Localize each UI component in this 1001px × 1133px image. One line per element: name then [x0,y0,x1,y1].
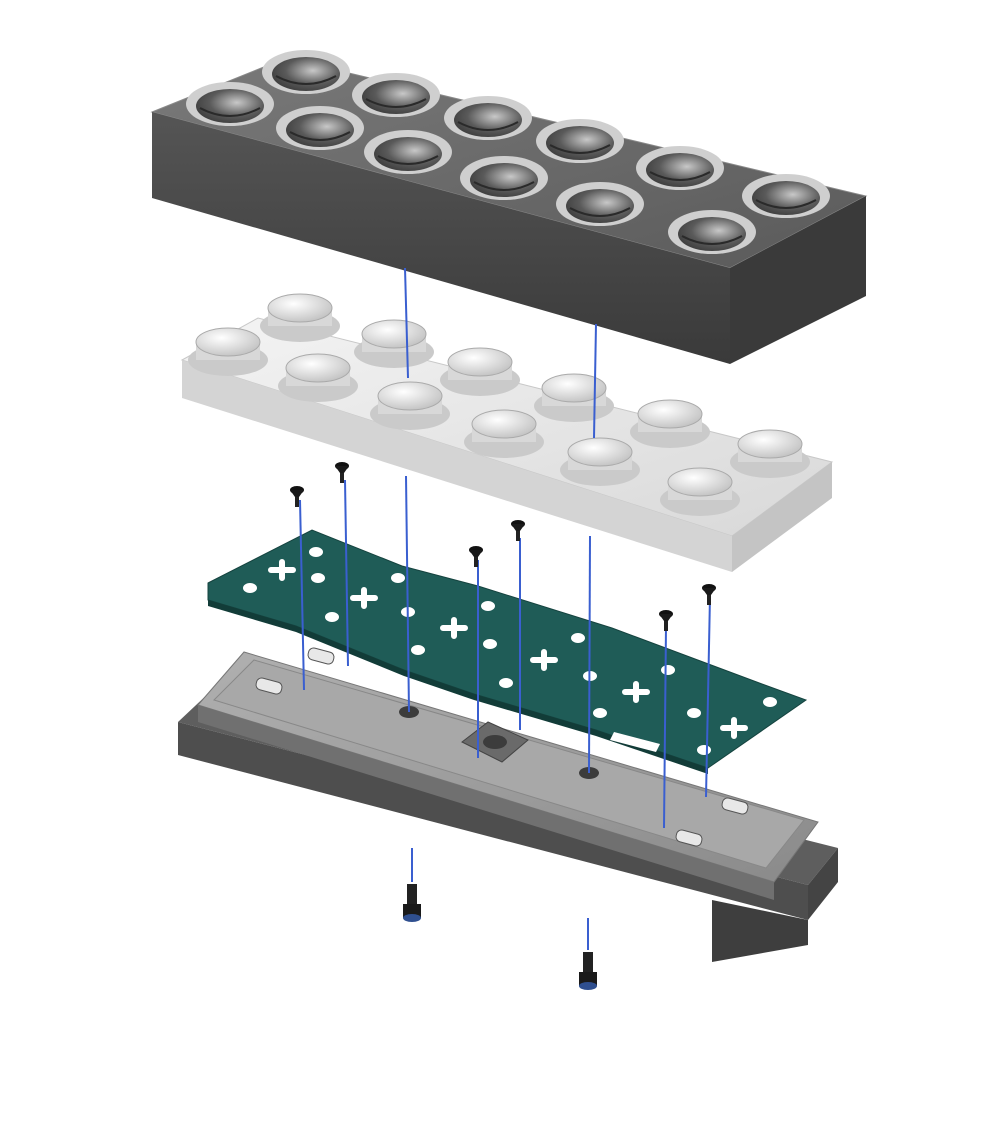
pcb-hole-12 [661,665,675,675]
countersunk-screw-4 [659,610,673,631]
pcb-hole-1 [243,583,257,593]
pcb-hole-16 [483,639,497,649]
hole-1 [362,80,430,114]
boss-top-8 [377,381,443,411]
pcb-hole-13 [687,708,701,718]
boss-top-3 [541,373,607,403]
pcb-cross-5 [720,717,748,739]
pcb-hole-14 [697,745,711,755]
boss-top-0 [267,293,333,323]
hole-shade-7 [289,131,351,141]
hole-2 [454,103,522,137]
assembly-line-9 [705,595,711,798]
assembly-lines [299,267,711,950]
countersunk-screw-1 [335,462,349,483]
hole-0 [272,57,340,91]
assembly-line-4 [299,499,305,691]
boss-top-5 [737,429,803,459]
pcb-hole-7 [411,645,425,655]
assembly-line-3 [588,535,591,774]
pcb-hole-4 [325,612,339,622]
pcb-hole-9 [571,633,585,643]
countersunk-screw-0 [290,486,304,507]
socket-screw-1 [579,952,597,990]
socket-screw-0 [403,884,421,922]
hole-shade-2 [457,121,519,131]
hole-shade-5 [755,199,817,209]
pcb-hole-2 [311,573,325,583]
boss-top-2 [447,347,513,377]
pcb-hole-6 [481,601,495,611]
hole-shade-4 [649,171,711,181]
hole-shade-10 [569,207,631,217]
countersunk-screw-3 [511,520,525,541]
pcb-cross-3 [530,649,558,671]
fasteners [290,462,716,990]
hole-shade-6 [199,107,261,117]
hole-9 [470,163,538,197]
hole-4 [646,153,714,187]
hole-10 [566,189,634,223]
light-insert [180,293,834,572]
hole-shade-0 [275,75,337,85]
hole-shade-1 [365,98,427,108]
hole-shade-11 [681,235,743,245]
countersunk-screw-5 [702,584,716,605]
hole-8 [374,137,442,171]
hole-6 [196,89,264,123]
boss-top-1 [361,319,427,349]
assembly-line-8 [663,625,667,829]
assembly-line-1 [593,323,597,439]
countersunk-screw-2 [469,546,483,567]
pcb-hole-3 [391,573,405,583]
boss-top-7 [285,353,351,383]
boss-top-6 [195,327,261,357]
hole-5 [752,181,820,215]
pcb-cross-0 [268,559,296,581]
assembly-line-5 [344,479,349,667]
hole-shade-8 [377,155,439,165]
pcb-hole-0 [309,547,323,557]
assembly-line-0 [404,267,409,379]
pcb-cross-2 [440,617,468,639]
pcb-hole-8 [499,678,513,688]
hole-shade-9 [473,181,535,191]
hole-3 [546,126,614,160]
hole-7 [286,113,354,147]
hole-11 [678,217,746,251]
pcb-cross-1 [350,587,378,609]
assembly-line-2 [405,475,410,713]
pcb-slot [610,732,660,752]
boss-top-9 [471,409,537,439]
hole-shade-3 [549,144,611,154]
pcb-cross-4 [622,681,650,703]
boss-top-11 [667,467,733,497]
green-pcb [207,529,808,774]
pcb-hole-15 [763,697,777,707]
boss-top-4 [637,399,703,429]
top-block [150,50,868,364]
base-plate [178,647,838,962]
boss-top-10 [567,437,633,467]
pcb-hole-11 [593,708,607,718]
